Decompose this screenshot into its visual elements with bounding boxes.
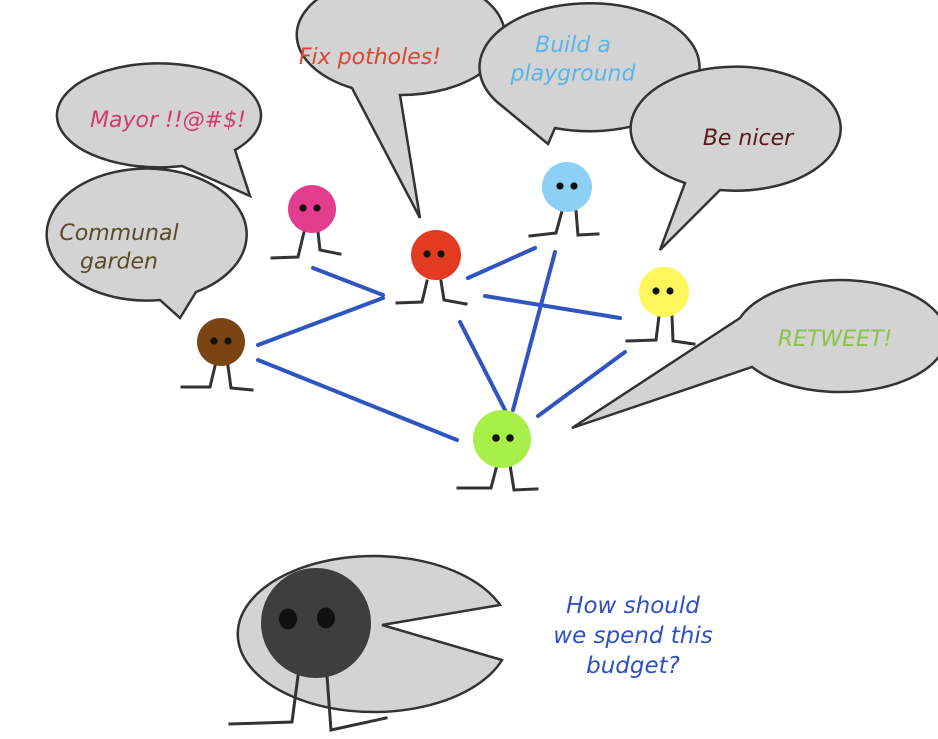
link-pink-red (311, 266, 385, 297)
link-red-blue (466, 246, 537, 280)
link-yellow-green (536, 350, 627, 418)
bubble-text-garden: Communal garden (59, 221, 178, 275)
bubble-text-line: Fix potholes! (299, 45, 441, 70)
person-pink (270, 185, 342, 260)
link-brown-green (256, 358, 459, 442)
person-red-head (411, 230, 461, 280)
speech-bubble-retweet: RETWEET! (571, 278, 938, 430)
bubble-text-budget: How should we spend this budget? (553, 593, 712, 679)
link-brown-red (256, 296, 385, 347)
bubble-text-line: Mayor !!@#$! (90, 108, 246, 133)
speech-bubble-potholes: Fix potholes! (295, 0, 506, 219)
person-green-head (473, 410, 531, 468)
person-brown (180, 318, 254, 392)
person-blue (528, 162, 600, 238)
network-links (256, 246, 627, 442)
bubble-text-potholes: Fix potholes! (299, 45, 441, 70)
person-red (395, 230, 468, 306)
link-blue-green (511, 250, 557, 412)
bubble-text-line: How should (566, 593, 700, 619)
person-brown-head (197, 318, 245, 366)
person-speaker (228, 568, 388, 732)
person-green (456, 410, 539, 492)
link-red-green (458, 320, 507, 412)
bubble-text-playground: Build a playground (510, 33, 637, 87)
bubble-text-line: Be nicer (703, 126, 795, 151)
person-yellow (625, 267, 696, 346)
bubble-text-line: RETWEET! (778, 327, 892, 352)
link-red-yellow (483, 294, 622, 320)
bubble-text-mayor: Mayor !!@#$! (90, 108, 246, 133)
speech-bubble-nicer: Be nicer (629, 65, 842, 251)
bubble-text-line: budget? (586, 653, 680, 679)
person-speaker-head (261, 568, 371, 678)
person-blue-head (542, 162, 592, 212)
person-yellow-head (639, 267, 689, 317)
bubble-text-line: Build a (535, 33, 611, 58)
bubble-text-line: garden (80, 250, 158, 275)
bubble-text-line: playground (510, 62, 637, 87)
speech-bubble-garden: Communal garden (45, 167, 248, 320)
bubble-text-nicer: Be nicer (703, 126, 795, 151)
speech-bubble-mayor: Mayor !!@#$! (55, 62, 263, 199)
person-pink-head (288, 185, 336, 233)
bubble-text-retweet: RETWEET! (778, 327, 892, 352)
bubble-text-line: we spend this (553, 623, 712, 649)
bubble-text-line: Communal (59, 221, 178, 246)
